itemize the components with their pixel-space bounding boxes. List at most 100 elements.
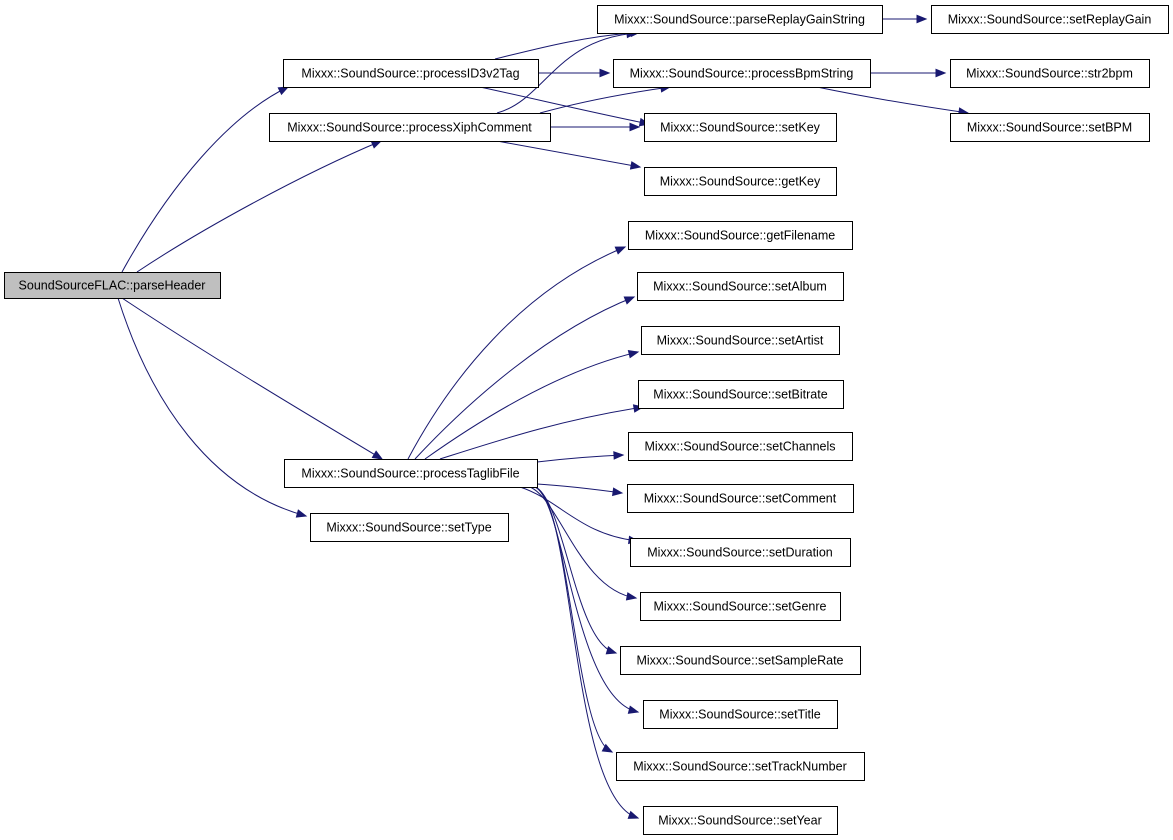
node-set-album[interactable]: Mixxx::SoundSource::setAlbum [637,272,844,301]
node-label: Mixxx::SoundSource::setChannels [644,440,835,454]
node-set-artist[interactable]: Mixxx::SoundSource::setArtist [641,326,840,355]
node-str2bpm[interactable]: Mixxx::SoundSource::str2bpm [950,59,1150,88]
node-box [950,59,1150,88]
node-box [931,5,1169,34]
node-label: Mixxx::SoundSource::setBitrate [653,388,827,402]
node-set-sample-rate[interactable]: Mixxx::SoundSource::setSampleRate [620,646,861,675]
edge-taglib-setSampleRate-line [534,486,617,654]
node-set-channels[interactable]: Mixxx::SoundSource::setChannels [628,432,853,461]
function-nodes: SoundSourceFLAC::parseHeaderMixxx::Sound… [4,5,1169,835]
edge-taglib-setArtist [424,349,640,460]
node-label: Mixxx::SoundSource::setDuration [647,546,833,560]
edge-taglib-setAlbum-arrowhead [623,296,636,305]
node-box [620,646,861,675]
edge-root-processTaglibFile-arrowhead [371,450,384,460]
edge-xiph-setKey [550,122,641,132]
node-box [630,538,851,567]
node-root[interactable]: SoundSourceFLAC::parseHeader [4,272,221,299]
edge-bpm-setBPM [816,86,970,116]
edge-taglib-setArtist-arrowhead [627,349,640,359]
edge-root-setType-arrowhead [295,509,308,518]
node-box [269,113,551,142]
edge-taglib-setGenre-line [529,486,637,599]
node-box [644,167,837,196]
node-set-b-p-m[interactable]: Mixxx::SoundSource::setBPM [950,113,1150,142]
edge-taglib-getFilename-line [407,246,626,460]
node-label: Mixxx::SoundSource::setSampleRate [636,654,843,668]
edge-taglib-setSampleRate-arrowhead [605,646,618,655]
node-label: Mixxx::SoundSource::getFilename [645,229,835,243]
edge-root-processID3v2Tag-line [121,86,289,273]
node-get-key[interactable]: Mixxx::SoundSource::getKey [644,167,837,196]
edge-taglib-setDuration-line [519,486,639,542]
edge-taglib-setTitle-line [534,486,639,713]
node-box [283,59,539,88]
edge-taglib-setChannels-arrowhead [613,451,625,460]
edge-root-processID3v2Tag [121,86,290,273]
edge-bpm-str2bpm [870,68,947,78]
edge-id3-processBpmString [538,68,611,78]
edge-taglib-setComment [536,483,624,497]
edge-taglib-setDuration [519,486,640,545]
node-box [638,380,844,409]
edge-root-processTaglibFile-line [121,297,383,460]
node-process-i-d3v2-tag[interactable]: Mixxx::SoundSource::processID3v2Tag [283,59,539,88]
node-label: Mixxx::SoundSource::parseReplayGainStrin… [614,13,865,27]
node-process-xiph-comment[interactable]: Mixxx::SoundSource::processXiphComment [269,113,551,142]
node-set-replay-gain[interactable]: Mixxx::SoundSource::setReplayGain [931,5,1169,34]
edge-taglib-getFilename [407,246,627,460]
node-set-comment[interactable]: Mixxx::SoundSource::setComment [627,484,854,513]
edge-xiph-processBpmString [539,84,672,114]
edge-root-setType [117,297,308,518]
edge-root-processXiphComment-line [136,140,382,273]
edge-bpm-str2bpm-arrowhead [935,68,947,78]
edge-taglib-setBitrate [439,404,645,460]
edge-taglib-setGenre [529,486,638,601]
node-set-year[interactable]: Mixxx::SoundSource::setYear [643,806,838,835]
node-process-taglib-file[interactable]: Mixxx::SoundSource::processTaglibFile [284,459,538,488]
node-process-bpm-string[interactable]: Mixxx::SoundSource::processBpmString [613,59,871,88]
node-box [628,221,853,250]
edge-taglib-setTrackNumber-line [534,486,613,753]
node-parse-replay-gain-string[interactable]: Mixxx::SoundSource::parseReplayGainStrin… [597,5,883,34]
node-box [628,432,853,461]
edge-parseReplay-setReplayGain-arrowhead [916,14,928,24]
node-box [637,272,844,301]
node-set-title[interactable]: Mixxx::SoundSource::setTitle [643,700,838,729]
edge-taglib-setYear-arrowhead [627,810,640,819]
edge-taglib-setYear-line [534,486,639,819]
edge-id3-setKey-line [479,86,650,125]
edge-root-setType-line [117,297,307,517]
node-set-genre[interactable]: Mixxx::SoundSource::setGenre [640,592,841,621]
edge-bpm-setBPM-line [816,86,969,114]
node-set-bitrate[interactable]: Mixxx::SoundSource::setBitrate [638,380,844,409]
node-label: Mixxx::SoundSource::processTaglibFile [301,467,519,481]
node-label: Mixxx::SoundSource::setReplayGain [948,13,1152,27]
edge-taglib-setTrackNumber [534,486,614,753]
node-set-duration[interactable]: Mixxx::SoundSource::setDuration [630,538,851,567]
node-get-filename[interactable]: Mixxx::SoundSource::getFilename [628,221,853,250]
node-box [627,484,854,513]
node-set-key[interactable]: Mixxx::SoundSource::setKey [644,113,837,142]
edge-taglib-setYear [534,486,640,819]
edge-taglib-setChannels [536,451,625,463]
node-label: Mixxx::SoundSource::setType [326,521,491,535]
edge-root-processXiphComment-arrowhead [370,140,383,149]
edge-xiph-getKey [496,140,642,170]
edge-taglib-setAlbum [414,296,636,460]
edge-taglib-setTrackNumber-arrowhead [601,743,614,753]
edge-taglib-setTitle-arrowhead [627,705,640,714]
edge-root-processTaglibFile [121,297,384,460]
node-label: Mixxx::SoundSource::setYear [658,814,822,828]
node-set-track-number[interactable]: Mixxx::SoundSource::setTrackNumber [616,752,865,781]
edge-xiph-getKey-line [496,140,641,168]
edge-taglib-setBitrate-line [439,406,644,460]
node-box [310,513,509,542]
edge-root-processXiphComment [136,140,383,273]
edge-xiph-processBpmString-line [539,86,671,114]
node-set-type[interactable]: Mixxx::SoundSource::setType [310,513,509,542]
node-label: SoundSourceFLAC::parseHeader [19,279,206,293]
edge-xiph-parseReplayGain-line [496,32,637,114]
edge-taglib-setArtist-line [424,351,639,460]
